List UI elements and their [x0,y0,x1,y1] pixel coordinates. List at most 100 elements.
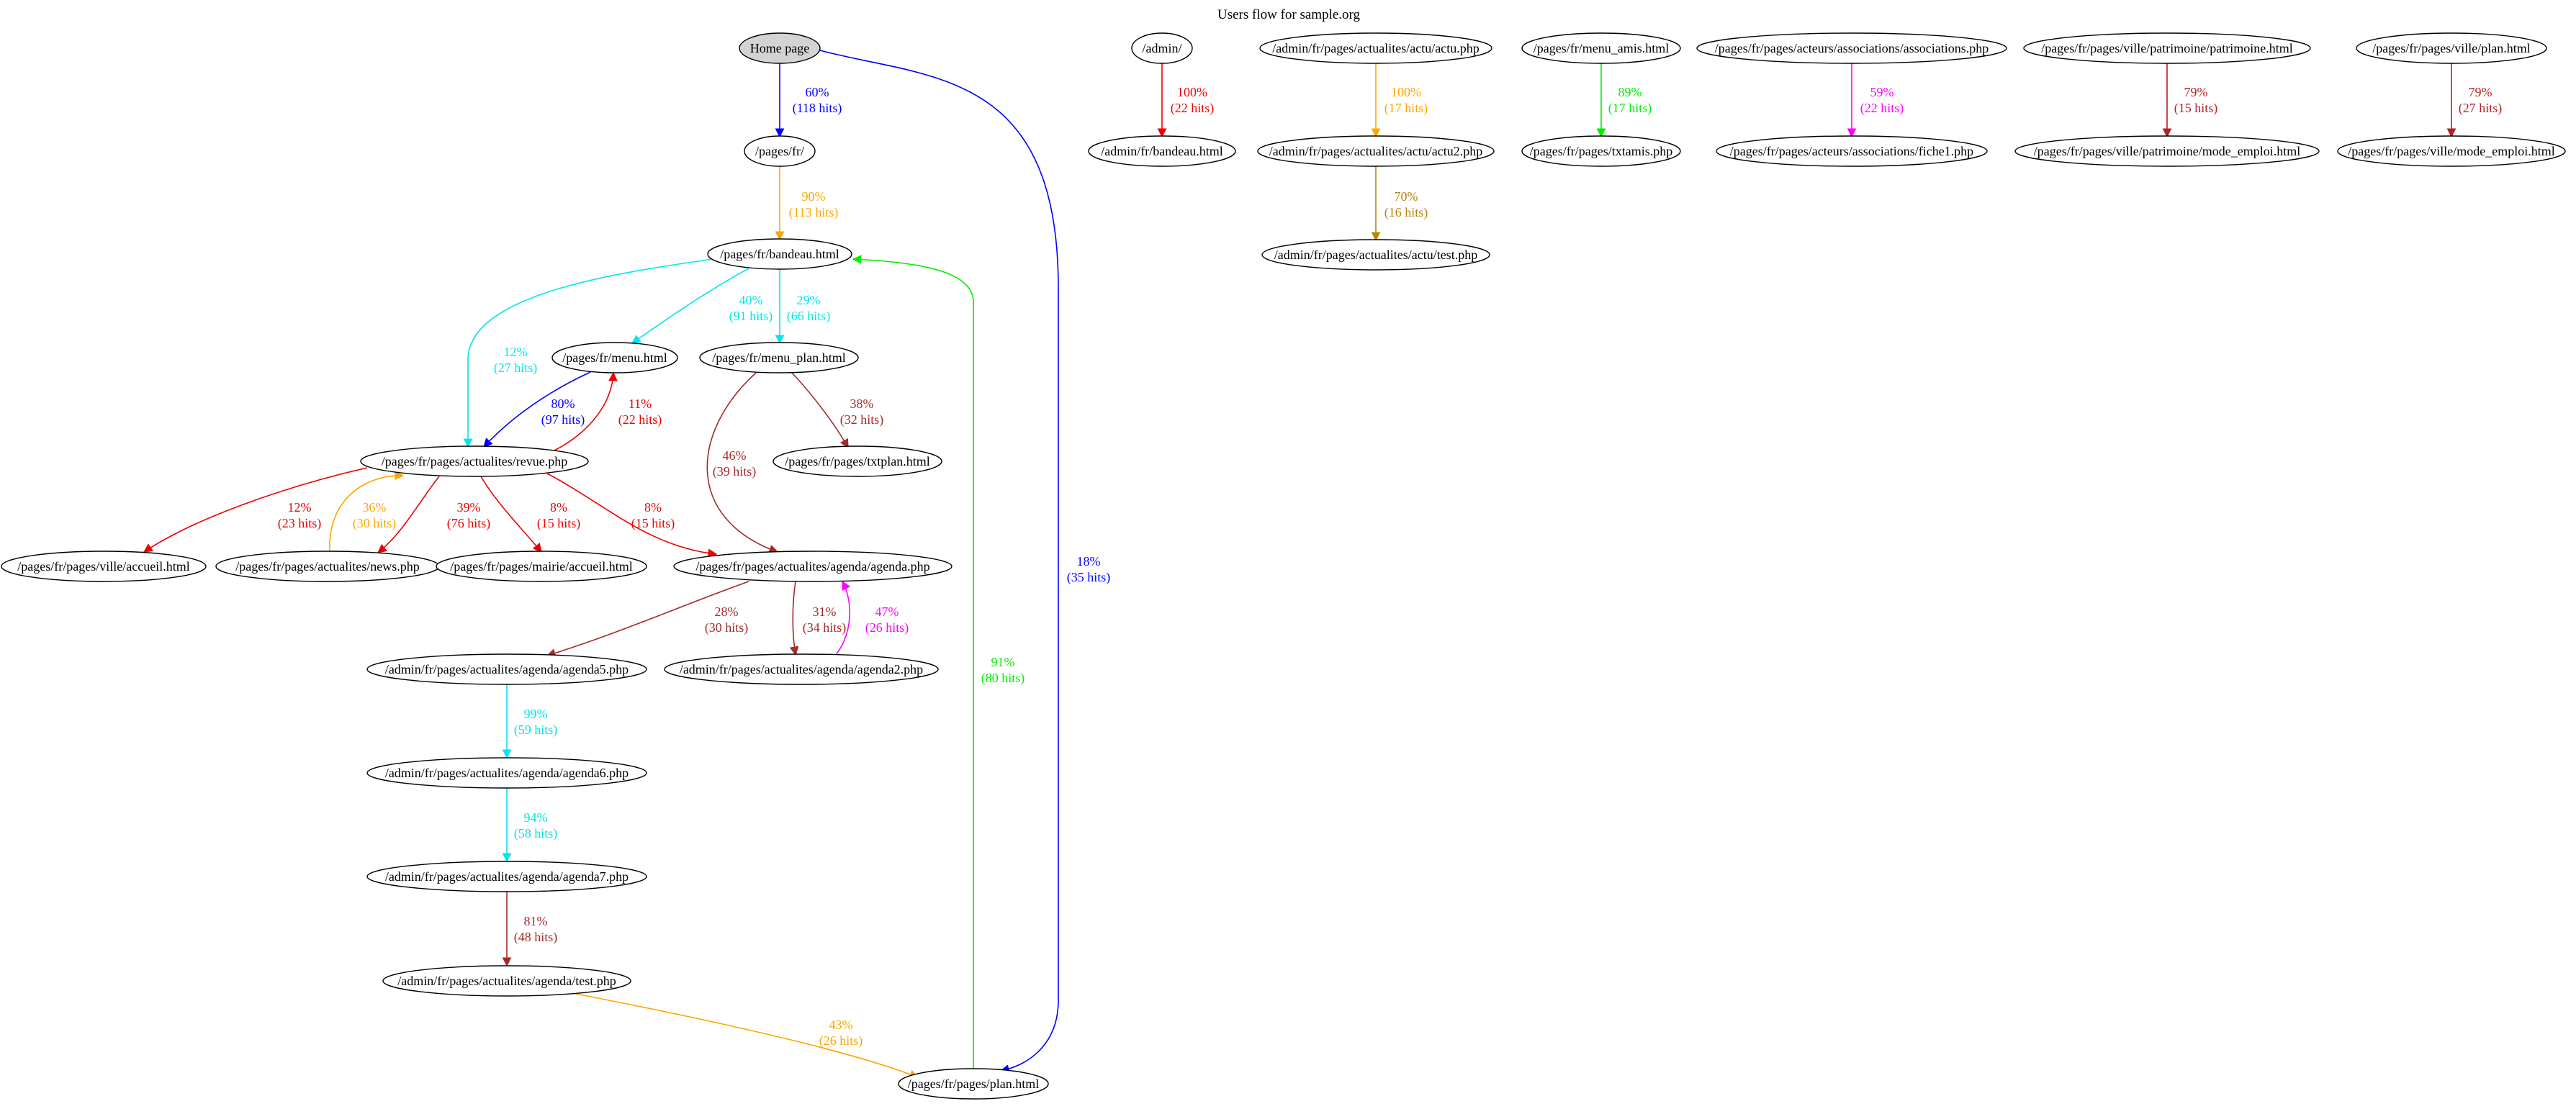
node-ellipse [773,445,942,477]
edge-hits: (17 hits) [1384,101,1428,116]
nodes-layer: Home page/pages/fr//pages/fr/bandeau.htm… [1,32,2566,1100]
edge-plan-bandeau [852,255,974,1069]
node-admin: /admin/ [1131,32,1193,64]
node-label: /admin/fr/pages/actualites/actu/actu.php [1272,41,1479,55]
edge-percent: 70% [1395,189,1418,204]
node-label: /pages/fr/pages/acteurs/associations/ass… [1715,41,1989,55]
node-mairie: /pages/fr/pages/mairie/accueil.html [436,551,647,582]
node-villeacc: /pages/fr/pages/ville/accueil.html [1,551,207,582]
edge-percent: 28% [715,604,739,619]
node-ellipse [382,965,631,997]
edge-label-menuplan-agenda: 46%(39 hits) [713,448,757,479]
edges-layer [143,50,2456,1079]
edge-hits: (80 hits) [981,671,1025,686]
edge-percent: 29% [797,293,821,307]
edge-labels-layer: 60%(118 hits)18%(35 hits)90%(113 hits)40… [278,85,2503,1049]
edge-news-revue [329,471,405,552]
edge-hits: (22 hits) [1860,101,1904,116]
node-txtplan: /pages/fr/pages/txtplan.html [773,445,942,477]
node-label: /pages/fr/pages/actualites/news.php [235,559,419,574]
node-ellipse [2023,32,2311,64]
edge-percent: 12% [288,500,312,515]
node-ellipse [744,135,816,167]
node-ellipse [664,653,939,685]
node-ellipse [1521,135,1681,167]
node-ellipse [436,551,647,582]
node-label: /pages/fr/ [755,144,804,158]
node-ellipse [366,653,647,685]
node-ellipse [1131,32,1193,64]
node-label: /pages/fr/pages/txtamis.php [1530,144,1672,158]
node-label: /pages/fr/pages/actualites/agenda/agenda… [695,559,929,574]
node-ellipse [1259,32,1492,64]
edge-hits: (23 hits) [278,516,322,531]
node-ellipse [1261,239,1490,271]
edge-percent: 36% [363,500,387,515]
edge-hits: (113 hits) [789,205,839,220]
node-ellipse [673,551,953,582]
edge-hits: (58 hits) [514,826,558,841]
edge-label-agtest-plan: 43%(26 hits) [819,1018,863,1049]
node-label: /pages/fr/pages/acteurs/associations/fic… [1730,144,1973,158]
edge-percent: 91% [991,655,1015,669]
node-label: /admin/fr/pages/actualites/actu/actu2.ph… [1269,144,1482,158]
edge-percent: 47% [875,604,899,619]
node-label: /pages/fr/menu.html [562,350,667,365]
edge-percent: 79% [2469,85,2492,99]
node-ellipse [2356,32,2547,64]
node-assoc: /pages/fr/pages/acteurs/associations/ass… [1696,32,2007,64]
edge-label-pfr-bandeau: 90%(113 hits) [789,189,839,220]
node-ellipse [1521,32,1681,64]
edge-agenda-agenda5 [546,581,749,658]
node-menuplan: /pages/fr/menu_plan.html [699,342,859,373]
edge-hits: (66 hits) [787,309,831,324]
node-bandeau: /pages/fr/bandeau.html [707,238,852,270]
node-label: /admin/fr/pages/actualites/agenda/agenda… [385,662,629,676]
edge-percent: 80% [551,397,575,411]
node-label: /pages/fr/menu_plan.html [712,350,845,365]
edge-hits: (22 hits) [618,412,662,427]
edge-percent: 90% [802,189,826,204]
edge-label-revue-agenda: 8%(15 hits) [631,500,675,531]
edge-label-revue-menu: 11%(22 hits) [618,397,662,427]
edge-revue-agenda [546,473,718,558]
edge-percent: 81% [524,914,548,928]
node-label: /pages/fr/pages/ville/patrimoine/mode_em… [2034,144,2300,158]
node-ellipse [366,757,647,789]
edge-percent: 11% [629,397,652,411]
node-agenda7: /admin/fr/pages/actualites/agenda/agenda… [366,861,647,892]
edge-percent: 100% [1391,85,1421,99]
edge-hits: (91 hits) [729,309,773,324]
edge-agenda-agenda2 [789,581,799,656]
node-ellipse [1257,135,1495,167]
node-ellipse [2337,135,2566,167]
node-agenda6: /admin/fr/pages/actualites/agenda/agenda… [366,757,647,789]
node-label: /admin/fr/pages/actualites/agenda/agenda… [680,662,923,676]
node-ellipse [898,1068,1049,1100]
node-news: /pages/fr/pages/actualites/news.php [215,551,440,582]
node-villemode: /pages/fr/pages/ville/mode_emploi.html [2337,135,2566,167]
node-agtest: /admin/fr/pages/actualites/agenda/test.p… [382,965,631,997]
edge-percent: 39% [457,500,481,515]
edge-hits: (39 hits) [713,464,757,479]
edge-label-revue-villeacc: 12%(23 hits) [278,500,322,531]
node-agenda: /pages/fr/pages/actualites/agenda/agenda… [673,551,953,582]
edge-label-patrimoine-patrmode: 79%(15 hits) [2174,85,2218,116]
node-label: /admin/fr/pages/actualites/actu/test.php [1274,248,1477,262]
edge-hits: (22 hits) [1171,101,1215,116]
node-label: /admin/fr/bandeau.html [1101,144,1222,158]
edge-hits: (15 hits) [2174,101,2218,116]
node-ellipse [360,445,589,477]
edge-label-bandeau-revue: 12%(27 hits) [494,345,538,376]
node-label: /pages/fr/pages/txtplan.html [785,454,929,468]
node-ellipse [1088,135,1236,167]
node-label: /admin/fr/pages/actualites/agenda/agenda… [385,869,629,884]
edge-label-amis-txtamis: 89%(17 hits) [1608,85,1652,116]
edge-hits: (27 hits) [494,361,538,376]
edge-hits: (48 hits) [514,930,558,945]
edge-percent: 100% [1177,85,1207,99]
node-label: /pages/fr/pages/mairie/accueil.html [450,559,632,574]
edge-menuplan-agenda [706,372,779,554]
edge-percent: 18% [1077,554,1101,569]
